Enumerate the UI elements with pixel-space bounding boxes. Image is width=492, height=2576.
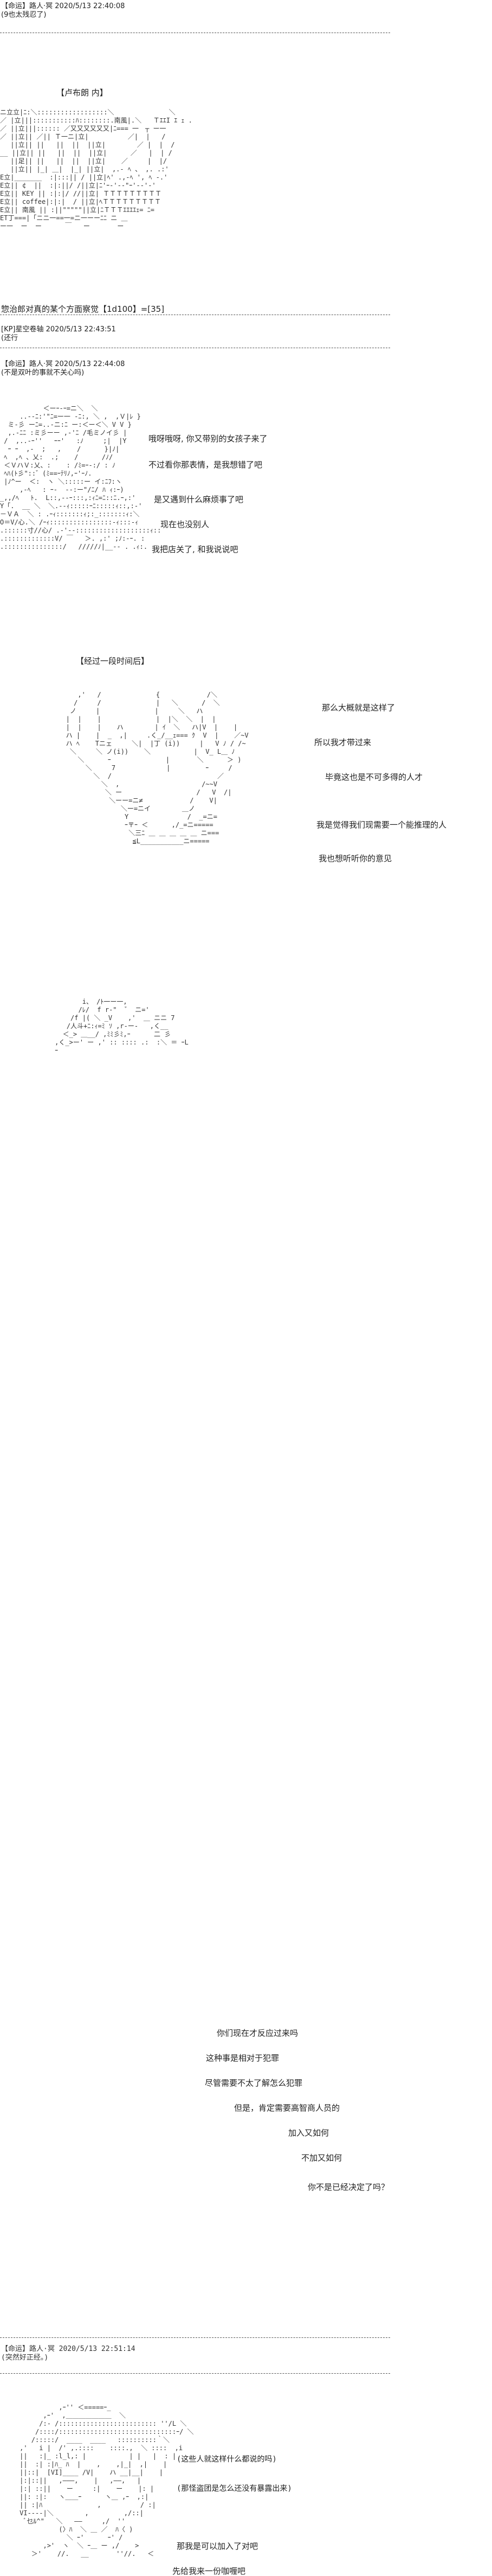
scene-title: 【卢布朗 内】 [56, 88, 108, 98]
dialogue-line: 我把店关了, 和我说说吧 [152, 544, 238, 554]
dialogue-line: (这些人就这样什么都说的吗) [177, 2455, 277, 2464]
ascii-art-character: ,' / { /＼ / / | ＼ / ＼ ノ | | ＼ ハ | | | | … [66, 691, 249, 845]
post-header-2: [KP]星空卷轴 2020/5/13 22:43:51 [1, 325, 116, 334]
dialogue-line: 先给我来一份咖喱吧 [172, 2566, 246, 2576]
dialogue-line: 这种事是相对于犯罪 [206, 2053, 280, 2063]
ascii-art-sojiro-seated: i、 /ﾄ一ー一, /ﾚ/ f r-" ゛ ニ=' /f |( ＼ _V ,' … [0, 998, 390, 2576]
dialogue-line: 那么大概就是这样了 [322, 703, 396, 713]
dialogue-line: 加入又如何 [288, 2128, 329, 2138]
dice-roll-text: 惣治郎对真的某个方面察觉【1d100】=[35] [1, 304, 165, 314]
dialogue-line: 但是，肯定需要高智商人员的 [234, 2103, 340, 2113]
dialogue-line: 现在也没别人 [160, 520, 210, 529]
dialogue-line: 毕竟这也是不可多得的人才 [325, 772, 423, 782]
dialogue-line: 不过看你那表情，是我想错了吧 [148, 460, 263, 470]
dialogue-line: 所以我才带过来 [314, 738, 372, 747]
ascii-art-new-character: ,ｰ'' ＜=====ｰ_ ,ｰ' ,＿＿＿＿＿＿＿ ＼ /:- /::::::… [20, 2404, 194, 2558]
dialogue-line: 我也想听听你的意见 [319, 854, 392, 863]
post-sub-2: (还行 [1, 334, 18, 342]
divider [0, 2337, 390, 2338]
post-header-3: 【命运】路人·冥 2020/5/13 22:44:08 [1, 360, 125, 368]
divider [0, 2373, 390, 2374]
post-header-4: 【命运】路人·冥 2020/5/13 22:51:14 [1, 2345, 135, 2353]
dialogue-line: (那怪盗团是怎么还没有暴露出来) [177, 2484, 292, 2493]
dialogue-line: 我是觉得我们现需要一个能推理的人 [316, 820, 447, 830]
post-sub-1: (9也太残忍了) [1, 11, 47, 19]
dialogue-line: 那我是可以加入了对吧 [177, 2541, 258, 2551]
post-sub-4: (突然好正经。) [1, 2354, 49, 2362]
dialogue-line: 是又遇到什么麻烦事了吧 [154, 495, 244, 504]
dialogue-line: 你不是已经决定了吗？ [308, 2182, 390, 2192]
dialogue-line: 不加又如何 [301, 2153, 342, 2163]
scene-title: 【经过一段时间后】 [76, 656, 150, 666]
dialogue-line: 尽管需要不太了解怎么犯罪 [205, 2078, 303, 2088]
post-sub-3: (不是双叶的事就不关心吗) [1, 369, 85, 377]
post-header-1: 【命运】路人·冥 2020/5/13 22:40:08 [1, 2, 125, 10]
dialogue-line: 哦呀哦呀, 你又带别的女孩子来了 [148, 434, 268, 444]
ascii-art-shop-sign: ニ立立|ﾆ:＼::::::::::::::::::＼ ＼ ／ |立|||::::… [0, 108, 192, 230]
dialogue-line: 你们现在才反应过来吗 [217, 2028, 299, 2038]
ascii-art-sojiro: ＜ーｰ-ｰ=ニ＼ ＼ ..--ﾆ:'"ﾆ=ー一 -ﾆ:, ＼ , ,Ｖ|ﾚ } … [0, 405, 161, 550]
